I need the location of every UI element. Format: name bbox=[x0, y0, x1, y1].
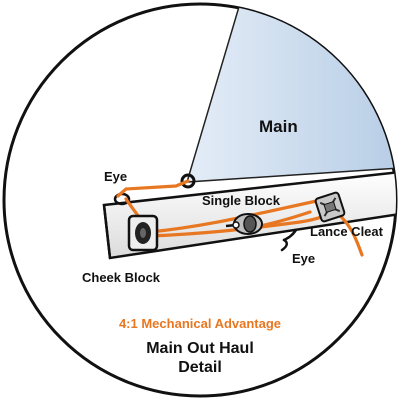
cheek-block-label: Cheek Block bbox=[82, 270, 161, 285]
clew-ring bbox=[180, 173, 196, 189]
single-block bbox=[225, 213, 263, 235]
sail-label: Main bbox=[259, 117, 298, 136]
diagram-title-line2: Detail bbox=[178, 359, 222, 376]
cheek-block bbox=[127, 214, 159, 252]
single-block-label: Single Block bbox=[202, 193, 281, 208]
diagram-title-line1: Main Out Haul bbox=[146, 340, 254, 357]
boom-eye-bottom bbox=[280, 228, 298, 252]
lance-cleat bbox=[314, 191, 346, 223]
boom-end-cap bbox=[102, 204, 112, 259]
lance-cleat-label: Lance Cleat bbox=[310, 224, 384, 239]
eye-bottom-label: Eye bbox=[292, 251, 315, 266]
mechanical-advantage-label: 4:1 Mechanical Advantage bbox=[119, 316, 281, 331]
eye-top-label: Eye bbox=[104, 169, 127, 184]
